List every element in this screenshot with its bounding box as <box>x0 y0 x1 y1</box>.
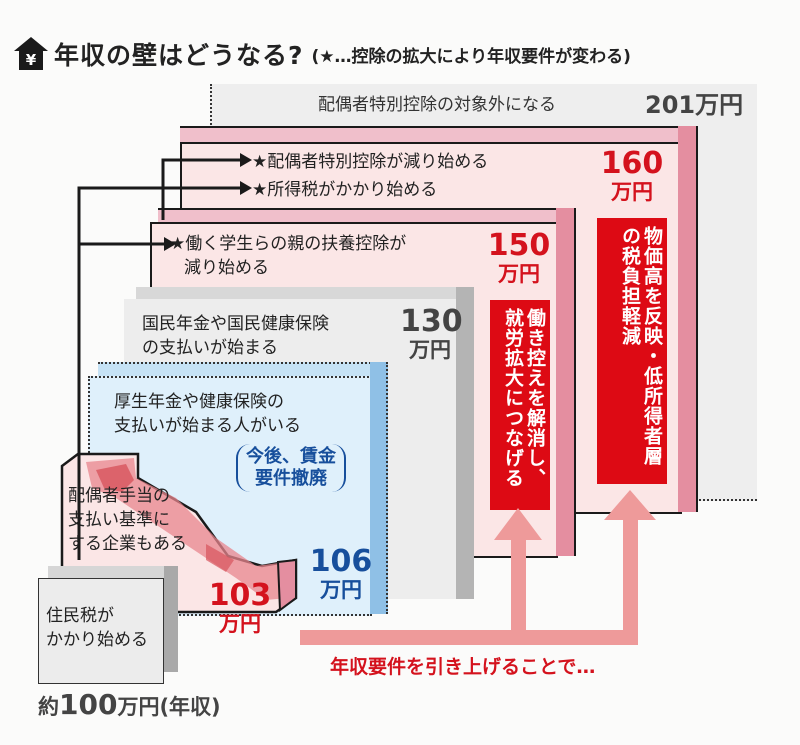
wall-100 <box>38 566 188 686</box>
arrow-head-icon <box>240 181 252 195</box>
page-title: 年収の壁はどうなる? <box>54 41 304 70</box>
arrow-head-icon <box>240 153 252 167</box>
wall-201-amount: 201万円 <box>645 91 744 119</box>
wall-160-amount: 160 万円 <box>600 146 664 205</box>
item-student-dependent: ★働く学生らの親の扶養控除が 減り始める <box>170 234 407 278</box>
wall-103-text: 配偶者手当の 支払い基準に する企業もある <box>68 486 187 554</box>
wall-103-amount: 103 万円 <box>208 578 272 637</box>
item-income-tax: ★所得税がかかり始める <box>252 180 438 200</box>
wall-160-banner: 物価高を反映・低所得者層の税負担軽減 <box>597 218 667 484</box>
yen-house-icon: ¥ <box>14 37 48 71</box>
header: ¥ 年収の壁はどうなる? (★…控除の拡大により年収要件が変わる) <box>14 36 631 72</box>
wall-100-text: 住民税が かかり始める <box>46 606 148 650</box>
wall-130-text: 国民年金や国民健康保険 の支払いが始まる <box>142 314 329 358</box>
wall-106-text: 厚生年金や健康保険の 支払いが始まる人がいる <box>114 392 301 436</box>
arrow-head-icon <box>164 237 176 251</box>
wall-150-amount: 150 万円 <box>487 228 551 287</box>
wall-201-label: 配偶者特別控除の対象外になる <box>318 95 556 115</box>
wall-106-amount: 106 万円 <box>309 544 373 603</box>
bottom-caption: 年収要件を引き上げることで… <box>330 656 596 678</box>
base-income-label: 約100万円(年収) <box>38 688 221 721</box>
wall-106-note: 今後、賃金 要件撤廃 <box>236 444 346 492</box>
wall-130-amount: 130 万円 <box>400 304 463 363</box>
item-spouse-special: ★配偶者特別控除が減り始める <box>252 152 489 172</box>
wall-150-banner: 働き控えを解消し、就労拡大につなげる <box>490 300 550 510</box>
title-note: (★…控除の拡大により年収要件が変わる) <box>311 46 631 67</box>
